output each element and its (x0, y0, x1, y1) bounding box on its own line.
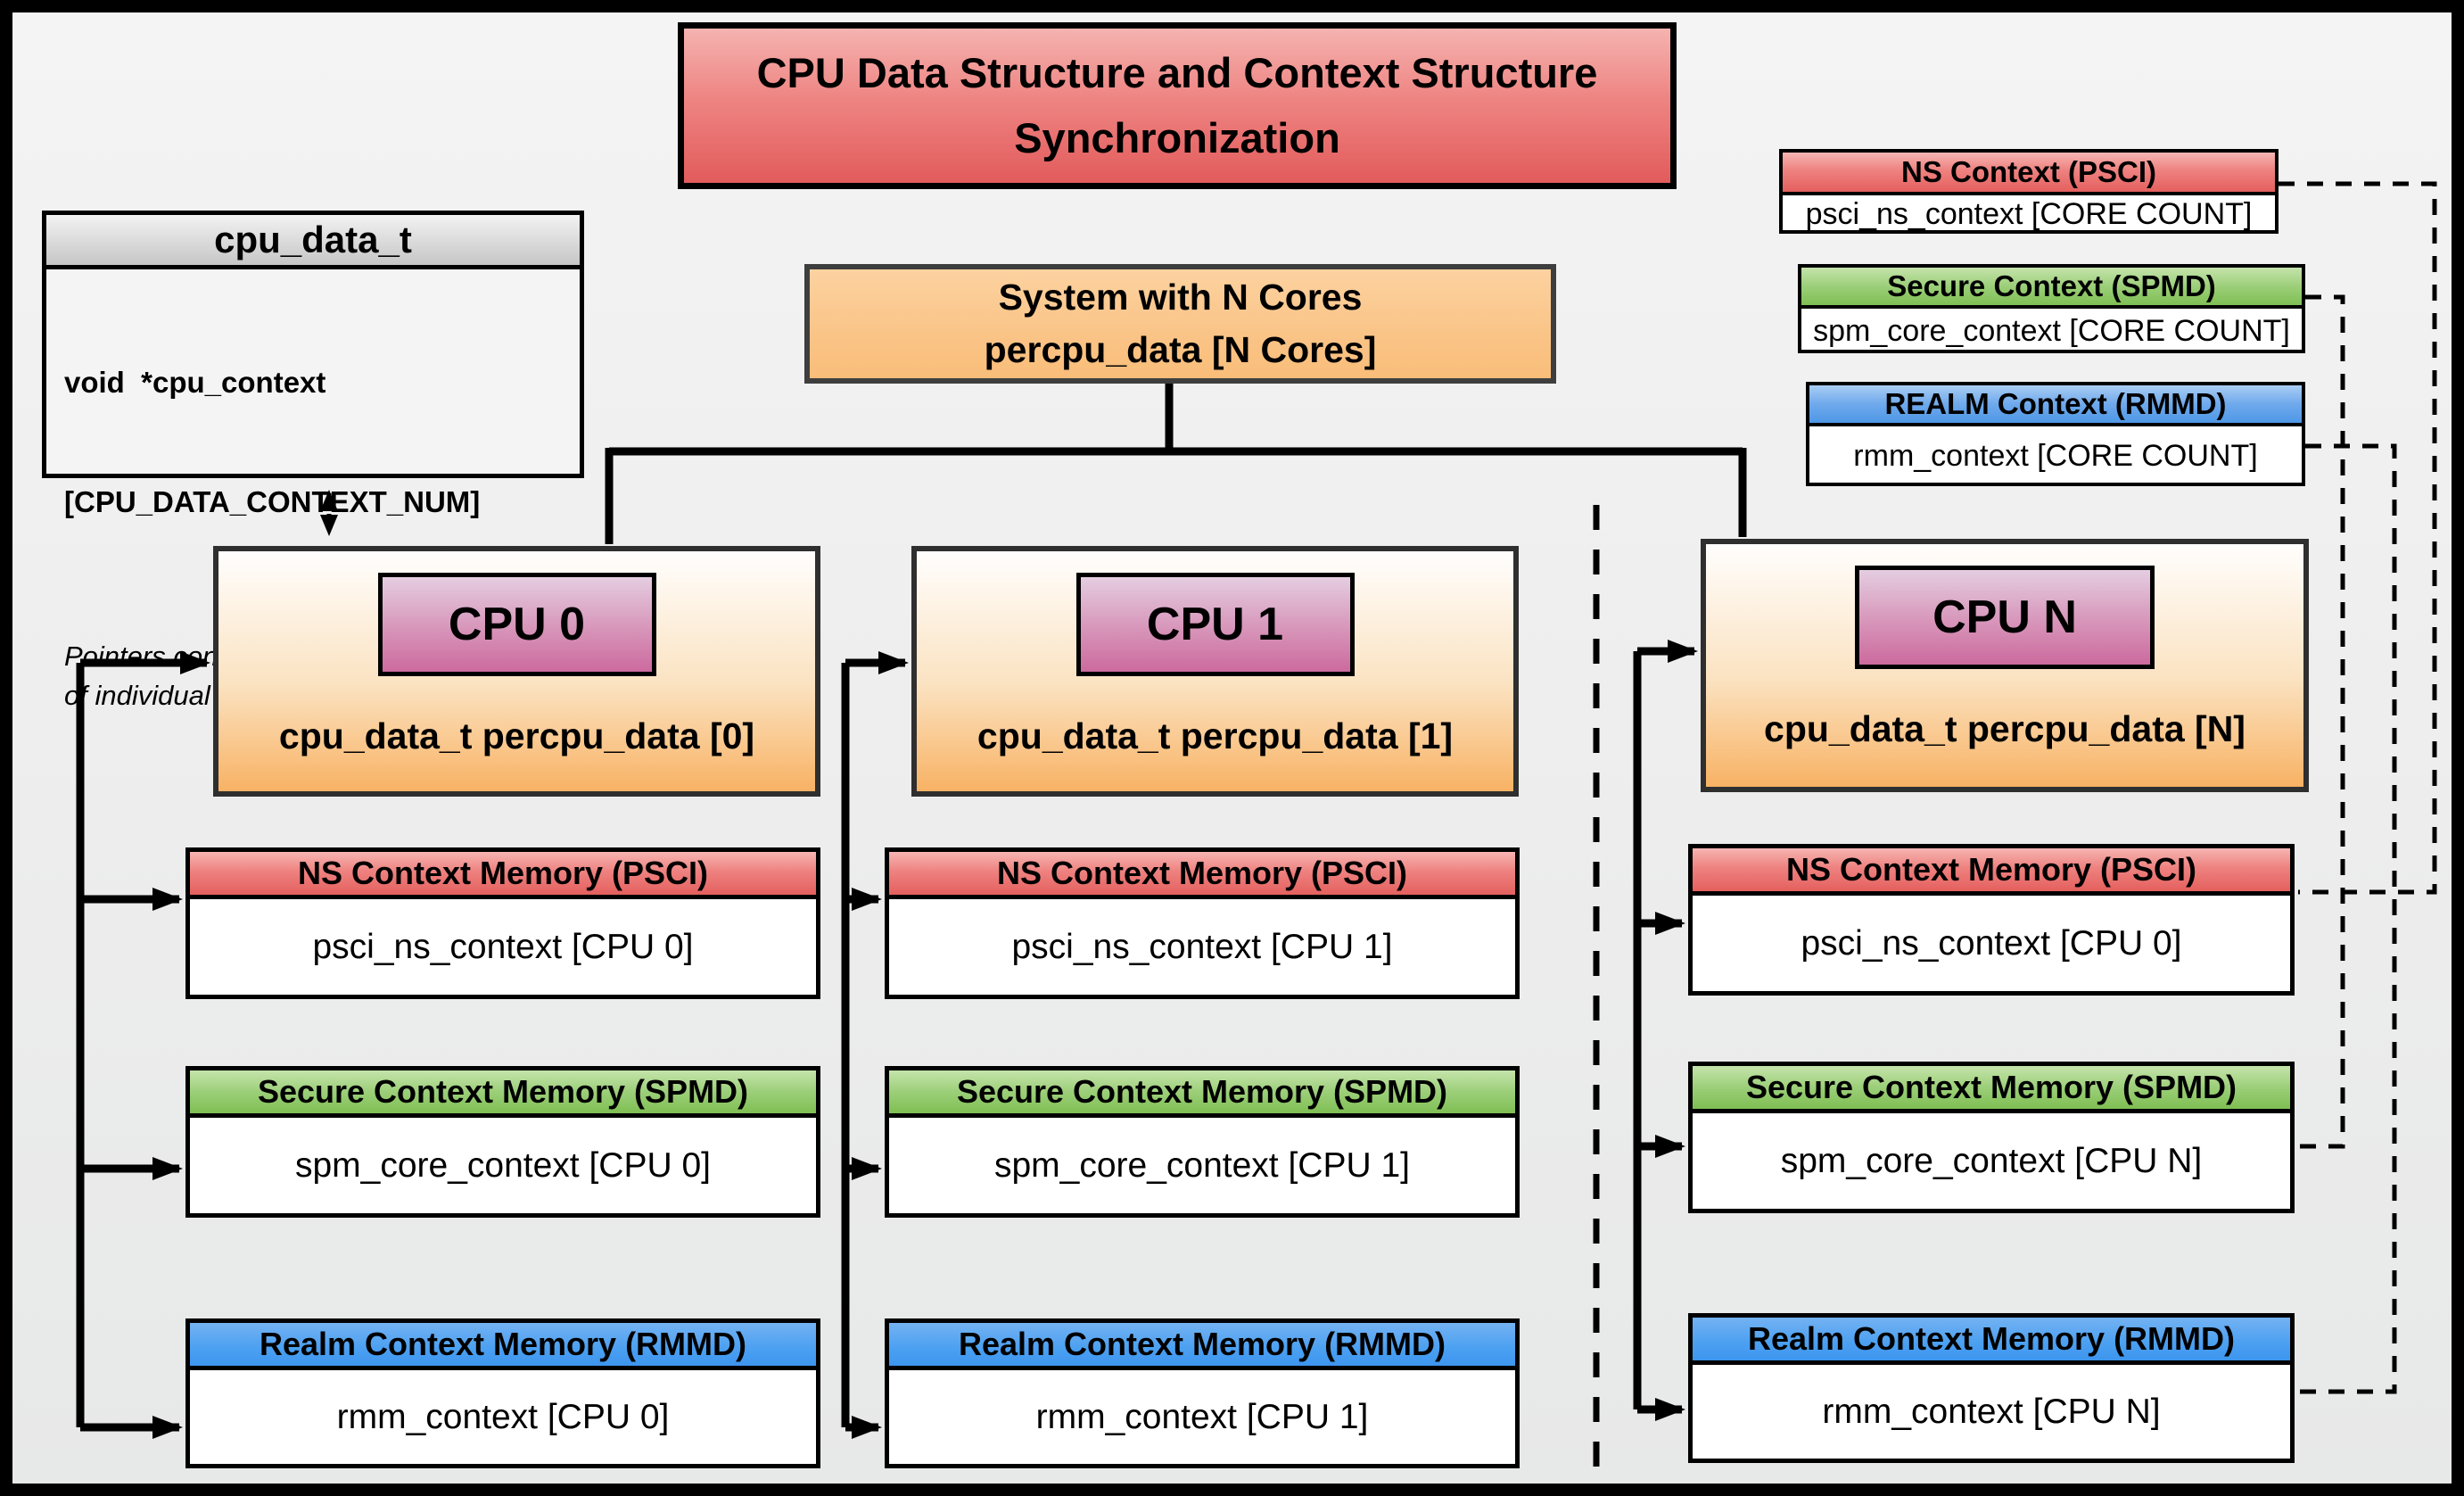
cpun-pointer-arrows (1633, 640, 1698, 1421)
legend-spmd: Secure Context (SPMD) spm_core_context [… (1798, 264, 2305, 353)
cpu0-ns-body: psci_ns_context [CPU 0] (312, 927, 694, 966)
cpun-secure-header: Secure Context Memory (SPMD) (1693, 1066, 2290, 1113)
cpu1-pointer-arrows (841, 651, 909, 1439)
legend-rmmd-header: REALM Context (RMMD) (1809, 385, 2302, 426)
cpu-data-t-header: cpu_data_t (46, 215, 580, 269)
legend-rmmd: REALM Context (RMMD) rmm_context [CORE C… (1806, 382, 2305, 486)
cpu1-box: CPU 1 cpu_data_t percpu_data [1] (911, 546, 1519, 797)
page-title-line1: CPU Data Structure and Context Structure (756, 48, 1598, 96)
system-box-line1: System with N Cores (998, 276, 1363, 318)
page-title-line2: Synchronization (1014, 113, 1340, 161)
cpun-realm-header: Realm Context Memory (RMMD) (1693, 1318, 2290, 1365)
cpu-data-t-box: cpu_data_t void *cpu_context [CPU_DATA_C… (42, 211, 584, 711)
cpu1-realm-context-box: Realm Context Memory (RMMD) rmm_context … (885, 1318, 1520, 1468)
cpu1-secure-context-box: Secure Context Memory (SPMD) spm_core_co… (885, 1066, 1520, 1218)
cpu0-ns-header: NS Context Memory (PSCI) (190, 852, 816, 899)
cpu1-ns-header: NS Context Memory (PSCI) (889, 852, 1515, 899)
cpun-realm-body: rmm_context [CPU N] (1822, 1392, 2161, 1431)
cpu1-ns-context-box: NS Context Memory (PSCI) psci_ns_context… (885, 847, 1520, 999)
cpun-secure-context-box: Secure Context Memory (SPMD) spm_core_co… (1688, 1062, 2295, 1213)
cpu1-ns-body: psci_ns_context [CPU 1] (1011, 927, 1393, 966)
legend-psci-body: psci_ns_context [CORE COUNT] (1805, 197, 2253, 231)
cpu0-secure-body: spm_core_context [CPU 0] (294, 1145, 712, 1185)
spmd-legend-dashed-link (2298, 294, 2345, 1149)
rmmd-legend-dashed-link (2298, 443, 2397, 1394)
cpu0-realm-context-box: Realm Context Memory (RMMD) rmm_context … (185, 1318, 820, 1468)
cpu0-realm-body: rmm_context [CPU 0] (336, 1397, 670, 1436)
cpu1-secure-body: spm_core_context [CPU 1] (993, 1145, 1411, 1185)
cpu0-secure-header: Secure Context Memory (SPMD) (190, 1070, 816, 1118)
cpun-secure-body: spm_core_context [CPU N] (1780, 1141, 2203, 1180)
page-title: CPU Data Structure and Context Structure… (678, 22, 1677, 189)
cpun-label: CPU N (1855, 566, 2155, 669)
legend-psci: NS Context (PSCI) psci_ns_context [CORE … (1779, 149, 2279, 234)
system-branch-lines (605, 384, 1747, 544)
cpun-caption: cpu_data_t percpu_data [N] (1764, 708, 2246, 749)
cpun-ns-body: psci_ns_context [CPU 0] (1801, 923, 2182, 963)
cpun-box: CPU N cpu_data_t percpu_data [N] (1701, 539, 2309, 792)
legend-spmd-header: Secure Context (SPMD) (1801, 268, 2302, 309)
cpun-realm-context-box: Realm Context Memory (RMMD) rmm_context … (1688, 1313, 2295, 1463)
cpu0-caption: cpu_data_t percpu_data [0] (278, 715, 755, 756)
cpu1-label: CPU 1 (1075, 573, 1355, 676)
cpu0-secure-context-box: Secure Context Memory (SPMD) spm_core_co… (185, 1066, 820, 1218)
legend-rmmd-body: rmm_context [CORE COUNT] (1853, 439, 2258, 473)
cpu0-realm-header: Realm Context Memory (RMMD) (190, 1323, 816, 1370)
cpu1-secure-header: Secure Context Memory (SPMD) (889, 1070, 1515, 1118)
cpu0-pointer-arrows (76, 651, 210, 1439)
legend-psci-header: NS Context (PSCI) (1783, 153, 2275, 195)
cpu0-label: CPU 0 (377, 573, 656, 676)
cpu1-realm-body: rmm_context [CPU 1] (1035, 1397, 1369, 1436)
cpu0-ns-context-box: NS Context Memory (PSCI) psci_ns_context… (185, 847, 820, 999)
cpu-data-t-field-line1: void *cpu_context (64, 366, 326, 400)
cpun-ns-header: NS Context Memory (PSCI) (1693, 848, 2290, 896)
system-box: System with N Cores percpu_data [N Cores… (804, 264, 1556, 384)
cpun-ns-context-box: NS Context Memory (PSCI) psci_ns_context… (1688, 844, 2295, 996)
cpu0-box: CPU 0 cpu_data_t percpu_data [0] (213, 546, 820, 797)
legend-spmd-body: spm_core_context [CORE COUNT] (1813, 313, 2290, 348)
cpu1-caption: cpu_data_t percpu_data [1] (977, 715, 1454, 756)
system-box-line2: percpu_data [N Cores] (984, 329, 1377, 370)
cpu-data-t-field-line2: [CPU_DATA_CONTEXT_NUM] (64, 484, 481, 518)
cpu1-realm-header: Realm Context Memory (RMMD) (889, 1323, 1515, 1370)
